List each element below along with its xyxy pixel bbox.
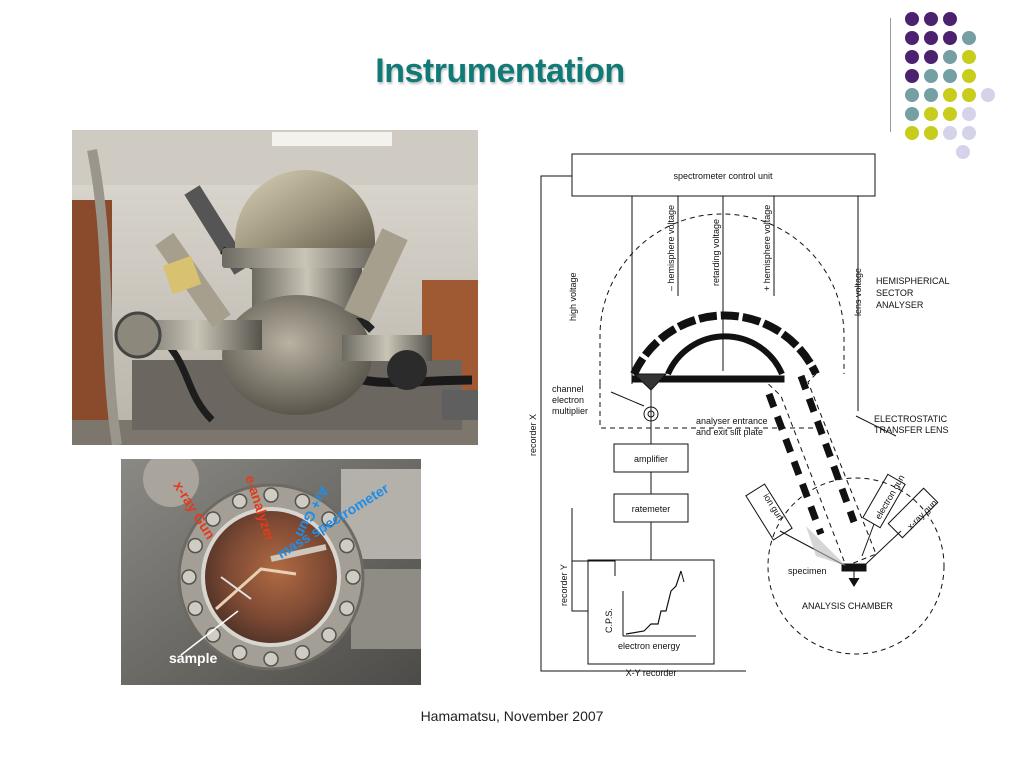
hsa-label-1: HEMISPHERICAL — [876, 276, 950, 286]
xps-schematic-drawing: spectrometer control unit – hemisphere v… — [528, 153, 950, 678]
decor-dot — [905, 88, 919, 102]
electron-gun-label: electron gun — [873, 473, 906, 521]
decorative-dot-grid — [905, 12, 1015, 162]
decor-dot — [943, 88, 957, 102]
decor-dot — [924, 107, 938, 121]
decor-dot — [924, 126, 938, 140]
cem-label-1: channel — [552, 384, 584, 394]
instrument-photo — [72, 130, 478, 445]
decor-dot — [943, 50, 957, 64]
slide-footer: Hamamatsu, November 2007 — [420, 708, 604, 724]
flange-bolt — [187, 600, 203, 617]
decor-dot — [962, 31, 976, 45]
decor-dot — [962, 88, 976, 102]
specimen-label: specimen — [788, 566, 827, 576]
flange-bolt — [205, 511, 221, 527]
electron-gun-box — [862, 473, 906, 529]
decor-dot — [924, 31, 938, 45]
xy-recorder-label: X-Y recorder — [626, 668, 677, 678]
flange-bolt — [345, 569, 361, 585]
etl-label-1: ELECTROSTATIC — [874, 414, 948, 424]
recorder-x-label: recorder X — [528, 414, 538, 456]
slit-plate-label-1: analyser entrance — [696, 416, 768, 426]
decor-dot — [962, 107, 976, 121]
decor-dot — [943, 126, 957, 140]
cem-label-3: multiplier — [552, 406, 588, 416]
ratemeter-label: ratemeter — [632, 504, 671, 514]
flange-bolt — [321, 627, 337, 643]
flange-bolt — [231, 645, 248, 661]
flange-bolt — [321, 511, 337, 527]
decor-dot — [924, 50, 938, 64]
amplifier-label: amplifier — [634, 454, 668, 464]
title-divider-line — [890, 18, 891, 132]
ion-gun-box — [745, 483, 793, 541]
decor-dot — [962, 50, 976, 64]
decor-dot — [905, 69, 919, 83]
analysis-chamber-label: ANALYSIS CHAMBER — [802, 601, 893, 611]
decor-dot — [956, 145, 970, 159]
flange-bolt — [294, 493, 311, 509]
decor-dot — [943, 69, 957, 83]
decor-dot — [962, 69, 976, 83]
decor-dot — [905, 107, 919, 121]
cps-label: C.P.S. — [604, 608, 614, 633]
cem-label-2: electron — [552, 395, 584, 405]
recorder-y-label: recorder Y — [559, 564, 569, 606]
slide-title: Instrumentation — [375, 52, 625, 90]
xy-recorder-box — [587, 559, 715, 665]
flange-bolt — [339, 600, 355, 617]
chamber-window-image: x-ray Gun e-analyzer Ar+ Gun mass spectr… — [121, 459, 421, 685]
decor-dot — [924, 12, 938, 26]
flange-bolt — [294, 645, 311, 661]
flange-bolt — [231, 493, 248, 509]
xps-schematic: spectrometer control unit – hemisphere v… — [516, 146, 972, 685]
decor-dot — [905, 126, 919, 140]
xray-gun-box — [887, 487, 939, 539]
high-voltage-label: high voltage — [568, 272, 578, 321]
decor-dot — [943, 31, 957, 45]
hsa-label-2: SECTOR — [876, 288, 914, 298]
flange-bolt — [339, 537, 355, 554]
control-unit-label: spectrometer control unit — [673, 171, 773, 181]
decor-dot — [962, 126, 976, 140]
xray-gun-diagram-label: x-ray gun — [905, 498, 939, 532]
retarding-voltage-label: retarding voltage — [711, 219, 721, 286]
ion-gun-label: ion gun — [761, 492, 785, 522]
flange-bolt — [263, 487, 279, 503]
slit-plate-label-2: and exit slit plate — [696, 427, 763, 437]
instrument-photo-image — [72, 130, 478, 445]
electron-energy-label: electron energy — [618, 641, 681, 651]
etl-label-2: TRANSFER LENS — [874, 425, 949, 435]
hemisphere-voltage-plus-label: + hemisphere voltage — [762, 205, 772, 291]
decor-dot — [924, 69, 938, 83]
hemisphere-voltage-minus-label: – hemisphere voltage — [666, 205, 676, 291]
decor-dot — [943, 107, 957, 121]
lens-voltage-label: lens voltage — [853, 268, 863, 316]
decor-dot — [905, 50, 919, 64]
decor-dot — [905, 12, 919, 26]
flange-bolt — [181, 569, 197, 585]
flange-bolt — [187, 537, 203, 554]
sample-label: sample — [169, 650, 217, 666]
flange-bolt — [263, 651, 279, 667]
decor-dot — [905, 31, 919, 45]
chamber-window-photo: x-ray Gun e-analyzer Ar+ Gun mass spectr… — [121, 459, 421, 685]
decor-dot — [924, 88, 938, 102]
decor-dot — [981, 88, 995, 102]
decor-dot — [943, 12, 957, 26]
hsa-label-3: ANALYSER — [876, 300, 924, 310]
